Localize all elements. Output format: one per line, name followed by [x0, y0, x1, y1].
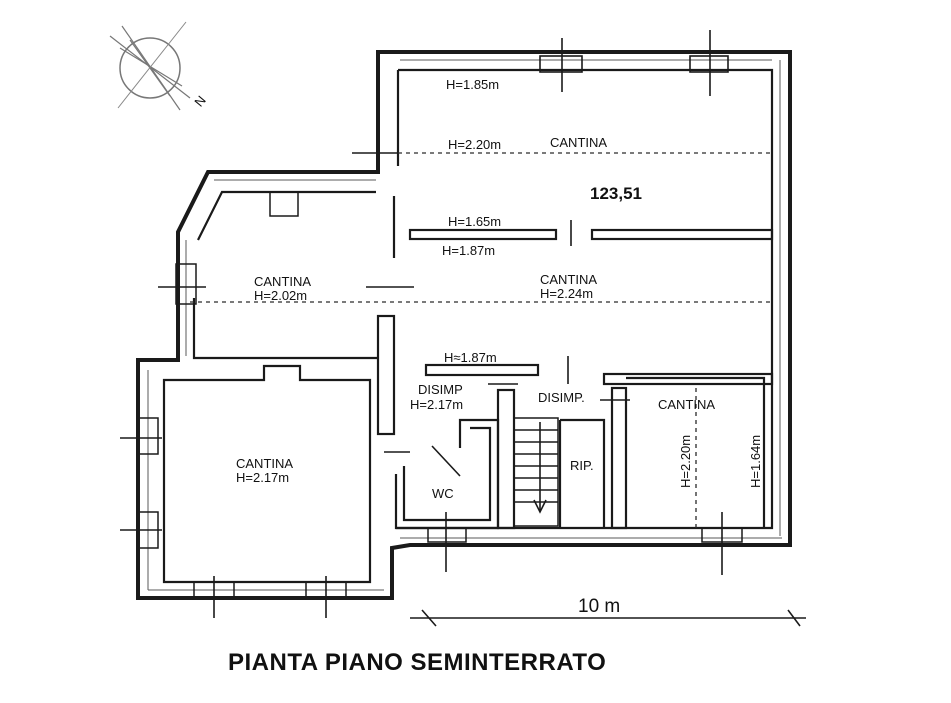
height-label: H=2.20m [448, 137, 501, 152]
window-markers [120, 30, 743, 618]
height-label: H=2.17m [236, 470, 289, 485]
room-label: CANTINA [236, 456, 293, 471]
room-label: CANTINA [254, 274, 311, 289]
room-label: RIP. [570, 458, 594, 473]
room-labels: H=1.85m H=2.20m CANTINA 123,51 H=1.65m H… [236, 77, 763, 501]
room-label: CANTINA [550, 135, 607, 150]
area-label: 123,51 [590, 184, 642, 203]
room-label: DISIMP. [538, 390, 585, 405]
scale-bar: 10 m [410, 596, 806, 627]
beam-lines [190, 152, 772, 528]
height-label: H=2.20m [678, 435, 693, 488]
scale-label: 10 m [578, 596, 620, 617]
height-label: H=1.85m [446, 77, 499, 92]
room-label: DISIMP [418, 382, 463, 397]
outer-walls [136, 50, 792, 600]
height-label: H=2.02m [254, 288, 307, 303]
compass-icon: N [109, 21, 209, 111]
height-label: H≈1.87m [444, 350, 497, 365]
compass-north-label: N [191, 93, 209, 110]
height-label: H=1.87m [442, 243, 495, 258]
internal-walls [162, 220, 774, 584]
room-label: WC [432, 486, 454, 501]
room-label: CANTINA [658, 397, 715, 412]
height-label: H=1.64m [748, 435, 763, 488]
room-label: CANTINA [540, 272, 597, 287]
height-label: H=2.24m [540, 286, 593, 301]
height-label: H=2.17m [410, 397, 463, 412]
height-label: H=1.65m [448, 214, 501, 229]
plan-title: PIANTA PIANO SEMINTERRATO [228, 649, 606, 676]
stair [513, 417, 559, 527]
